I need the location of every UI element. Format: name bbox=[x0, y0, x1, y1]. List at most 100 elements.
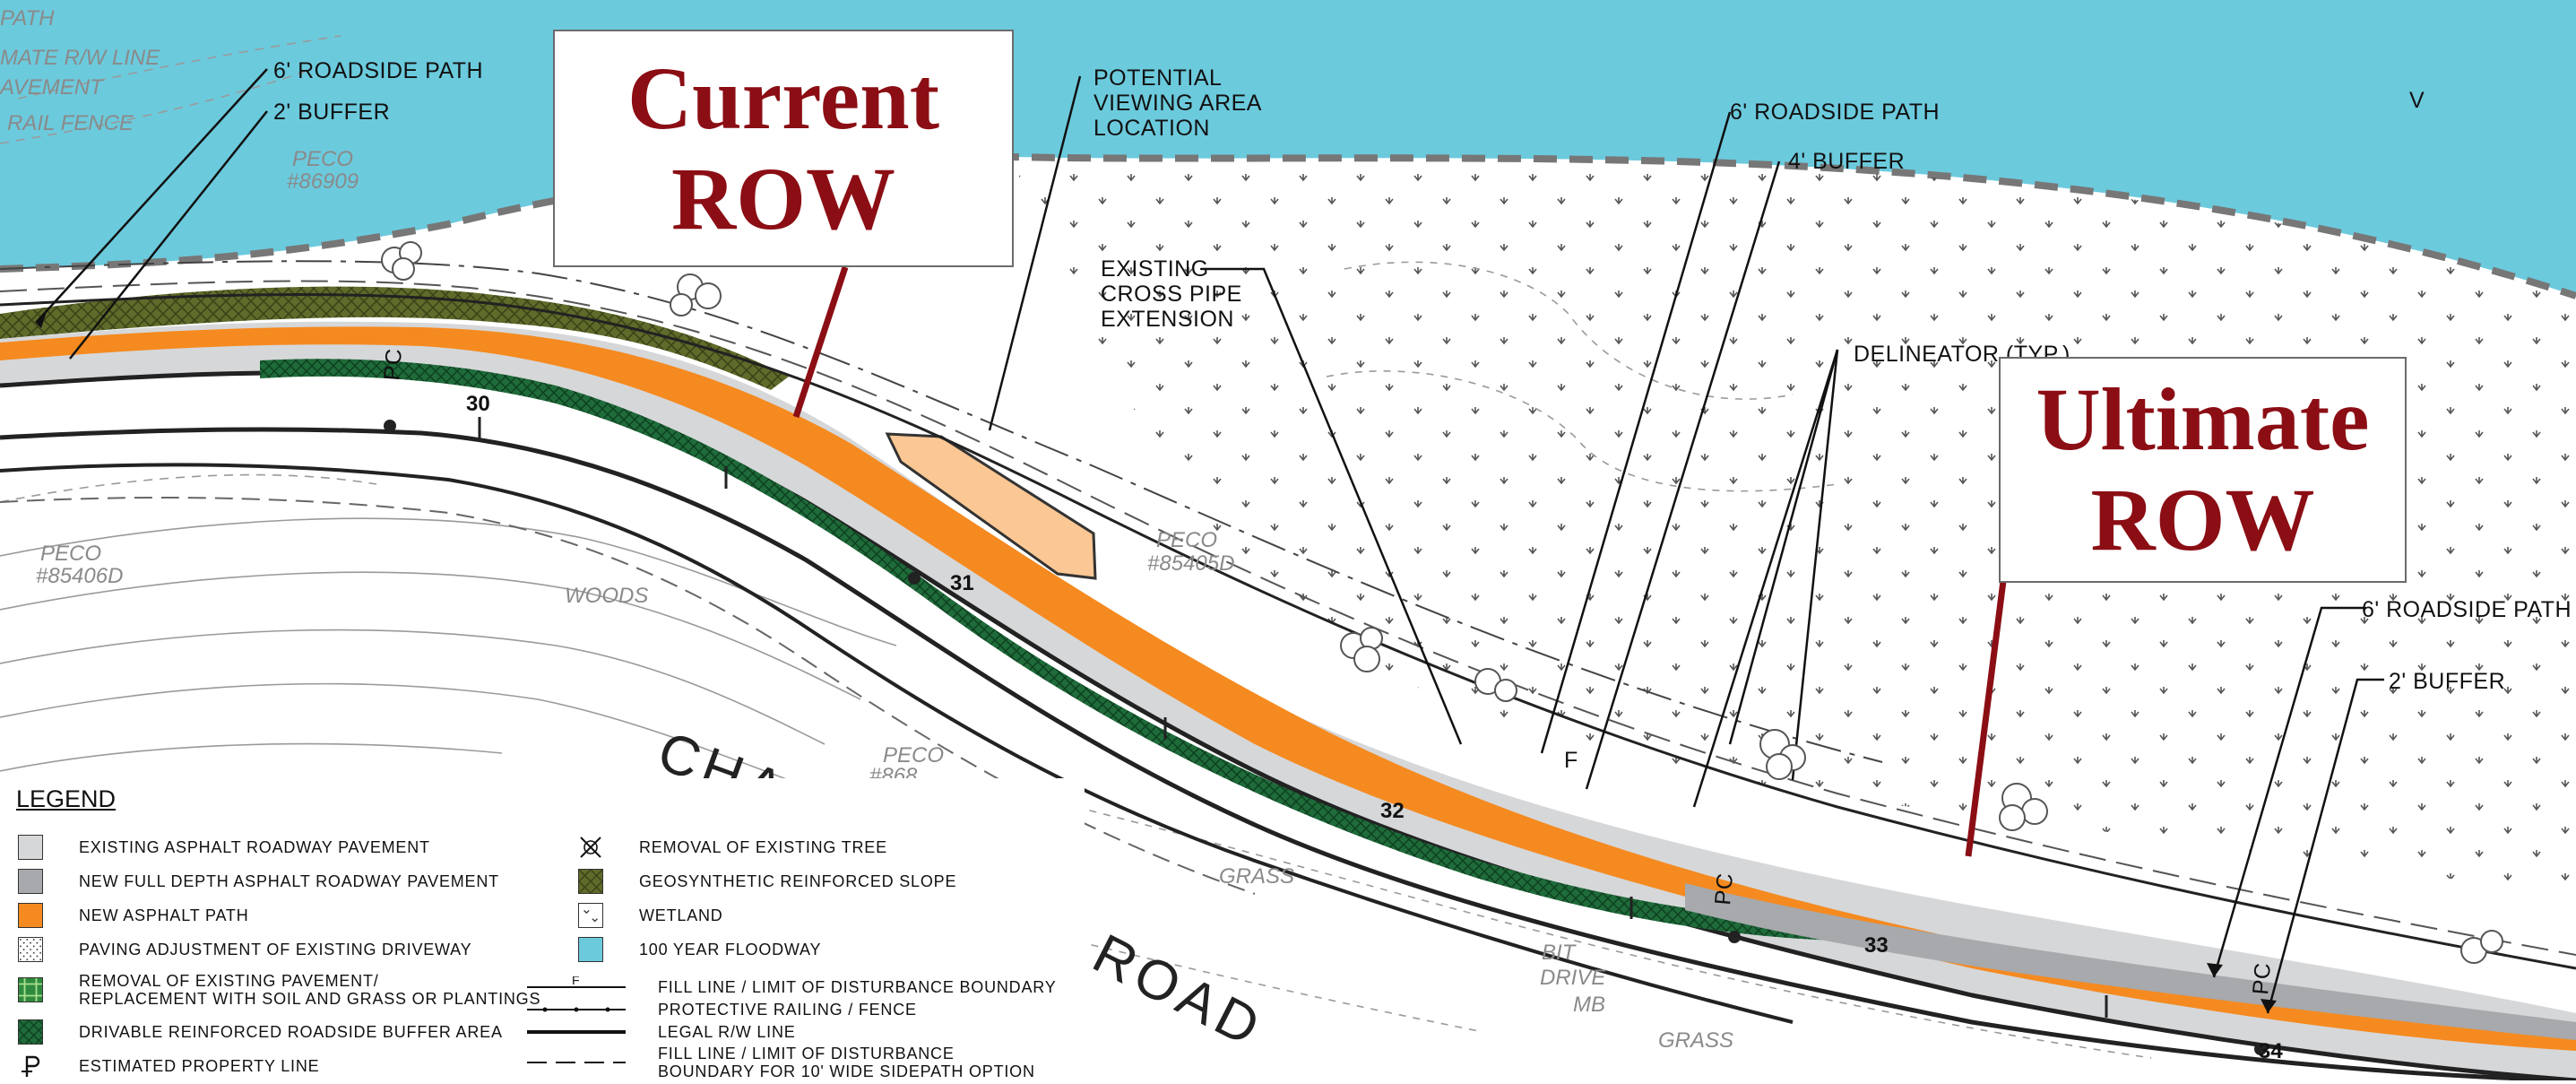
legend-text: LEGAL R/W LINE bbox=[658, 1023, 796, 1041]
station-33: 33 bbox=[1864, 933, 1889, 958]
label-peco-85406d-b: #85406D bbox=[36, 564, 123, 588]
grass-swatch bbox=[18, 977, 43, 1002]
legend-item-geosynthetic: GEOSYNTHETIC REINFORCED SLOPE bbox=[578, 868, 956, 895]
label-roadside-path-mid: 6' ROADSIDE PATH bbox=[1730, 100, 1940, 125]
wetland-area bbox=[1013, 160, 2576, 897]
full-depth-swatch bbox=[18, 869, 43, 894]
dashed-line-symbol bbox=[527, 1062, 626, 1063]
legend-text-line2: BOUNDARY FOR 10' WIDE SIDEPATH OPTION bbox=[658, 1062, 1035, 1080]
label-woods: WOODS bbox=[565, 584, 648, 608]
drivable-buffer-swatch bbox=[18, 1019, 43, 1045]
property-line-icon bbox=[22, 1055, 40, 1077]
current-row-line1: Current bbox=[627, 48, 940, 148]
legend-item-fill-line: F FILL LINE / LIMIT OF DISTURBANCE BOUND… bbox=[527, 974, 1057, 1001]
legend-text: FILL LINE / LIMIT OF DISTURBANCE BOUNDAR… bbox=[658, 978, 1057, 996]
legend-item-asphalt-path: NEW ASPHALT PATH bbox=[18, 902, 249, 929]
label-avement: AVEMENT bbox=[0, 75, 105, 100]
label-existing-3: EXTENSION bbox=[1101, 307, 1234, 332]
svg-text:F: F bbox=[572, 976, 580, 987]
label-peco-86909-b: #86909 bbox=[287, 169, 359, 194]
legend: LEGEND EXISTING ASPHALT ROADWAY PAVEMENT… bbox=[0, 778, 1085, 1080]
legend-item-paving-adjustment: PAVING ADJUSTMENT OF EXISTING DRIVEWAY bbox=[18, 936, 471, 963]
station-34: 34 bbox=[2259, 1039, 2283, 1063]
legend-text: REMOVAL OF EXISTING TREE bbox=[639, 838, 887, 856]
label-peco-85405d-a: PECO bbox=[1156, 528, 1217, 552]
current-row-label: Current ROW bbox=[553, 30, 1014, 267]
station-30: 30 bbox=[466, 392, 490, 416]
legend-text: NEW FULL DEPTH ASPHALT ROADWAY PAVEMENT bbox=[79, 872, 499, 890]
legal-rw-symbol bbox=[527, 1030, 626, 1034]
current-row-pointer bbox=[792, 265, 849, 419]
station-31: 31 bbox=[950, 571, 974, 595]
legend-text-line1: FILL LINE / LIMIT OF DISTURBANCE bbox=[658, 1045, 955, 1062]
floodway-boundary bbox=[0, 152, 2576, 299]
label-rail-fence: RAIL FENCE bbox=[7, 111, 134, 135]
railing-symbol bbox=[527, 1007, 626, 1012]
current-row-line2: ROW bbox=[670, 148, 895, 248]
label-path-corner: PATH bbox=[0, 6, 55, 30]
legend-item-removal-pavement: REMOVAL OF EXISTING PAVEMENT/REPLACEMENT… bbox=[18, 970, 540, 1010]
label-grass-1: GRASS bbox=[1219, 864, 1294, 889]
legend-text: DRIVABLE REINFORCED ROADSIDE BUFFER AREA bbox=[79, 1023, 503, 1041]
ultimate-row-line1: Ultimate bbox=[2036, 369, 2370, 469]
label-peco-868-a: PECO bbox=[883, 743, 944, 767]
legend-text: WETLAND bbox=[639, 906, 723, 924]
fill-line-symbol: F bbox=[527, 976, 626, 988]
label-buffer-right: 2' BUFFER bbox=[2389, 669, 2505, 694]
legend-text: REMOVAL OF EXISTING PAVEMENT/REPLACEMENT… bbox=[79, 972, 540, 1008]
existing-pavement-swatch bbox=[18, 835, 43, 860]
full-depth-pavement bbox=[1685, 883, 2576, 1040]
label-buffer-mid: 4' BUFFER bbox=[1788, 149, 1905, 174]
label-potential-1: POTENTIAL bbox=[1094, 65, 1222, 91]
legend-text: ESTIMATED PROPERTY LINE bbox=[79, 1057, 320, 1075]
label-peco-85406d-a: PECO bbox=[40, 542, 101, 566]
label-potential-2: VIEWING AREA bbox=[1094, 91, 1262, 116]
legend-item-legal-rw: LEGAL R/W LINE bbox=[527, 1019, 796, 1045]
legend-item-wetland: WETLAND bbox=[578, 902, 723, 929]
label-existing-2: CROSS PIPE bbox=[1101, 282, 1242, 307]
label-existing-1: EXISTING bbox=[1101, 256, 1209, 282]
legend-text: PAVING ADJUSTMENT OF EXISTING DRIVEWAY bbox=[79, 941, 472, 958]
floodway-swatch bbox=[578, 937, 603, 962]
label-mate-rw: MATE R/W LINE bbox=[0, 46, 160, 70]
label-f-mark: F bbox=[1564, 748, 1578, 773]
dots-swatch bbox=[18, 937, 43, 962]
label-peco-85405d-b: #85405D bbox=[1147, 551, 1234, 576]
legend-text: 100 YEAR FLOODWAY bbox=[639, 941, 822, 958]
legend-title: LEGEND bbox=[16, 785, 117, 812]
label-pc-2: PC bbox=[1710, 872, 1738, 906]
ultimate-row-line2: ROW bbox=[2090, 470, 2315, 569]
label-bit: BIT bbox=[1542, 941, 1578, 965]
road-centerline bbox=[0, 427, 2576, 1080]
tree-removal-icon bbox=[580, 837, 601, 858]
label-grass-2: GRASS bbox=[1658, 1028, 1733, 1053]
legend-item-existing-pavement: EXISTING ASPHALT ROADWAY PAVEMENT bbox=[18, 834, 430, 861]
label-peco-86909-a: PECO bbox=[292, 147, 353, 171]
geosynthetic-swatch bbox=[578, 869, 603, 894]
label-pc-3: PC bbox=[2248, 961, 2276, 995]
label-buffer-left: 2' BUFFER bbox=[273, 100, 390, 125]
legend-item-full-depth: NEW FULL DEPTH ASPHALT ROADWAY PAVEMENT bbox=[18, 868, 499, 895]
legend-text: NEW ASPHALT PATH bbox=[79, 906, 249, 924]
geosynthetic-slope bbox=[0, 286, 789, 390]
label-mb: MB bbox=[1573, 993, 1605, 1017]
label-pc-1: PC bbox=[379, 347, 407, 381]
legend-item-drivable-buffer: DRIVABLE REINFORCED ROADSIDE BUFFER AREA bbox=[18, 1019, 503, 1045]
label-v-mark: V bbox=[2409, 88, 2425, 113]
legend-text-line1: REMOVAL OF EXISTING PAVEMENT/ bbox=[79, 972, 379, 990]
legend-text-line2: REPLACEMENT WITH SOIL AND GRASS OR PLANT… bbox=[79, 990, 541, 1008]
legend-text: EXISTING ASPHALT ROADWAY PAVEMENT bbox=[79, 838, 430, 856]
legend-item-floodway: 100 YEAR FLOODWAY bbox=[578, 936, 821, 963]
label-roadside-path-right: 6' ROADSIDE PATH bbox=[2362, 597, 2572, 622]
legend-text: PROTECTIVE RAILING / FENCE bbox=[658, 1001, 917, 1019]
label-drive: DRIVE bbox=[1540, 966, 1606, 990]
asphalt-path-swatch bbox=[18, 903, 43, 928]
legend-item-railing: PROTECTIVE RAILING / FENCE bbox=[527, 996, 917, 1023]
legend-item-property-line: ESTIMATED PROPERTY LINE bbox=[18, 1053, 319, 1080]
legend-item-tree-removal: REMOVAL OF EXISTING TREE bbox=[578, 834, 887, 861]
ultimate-row-pointer bbox=[1965, 580, 2007, 857]
station-32: 32 bbox=[1380, 799, 1405, 823]
